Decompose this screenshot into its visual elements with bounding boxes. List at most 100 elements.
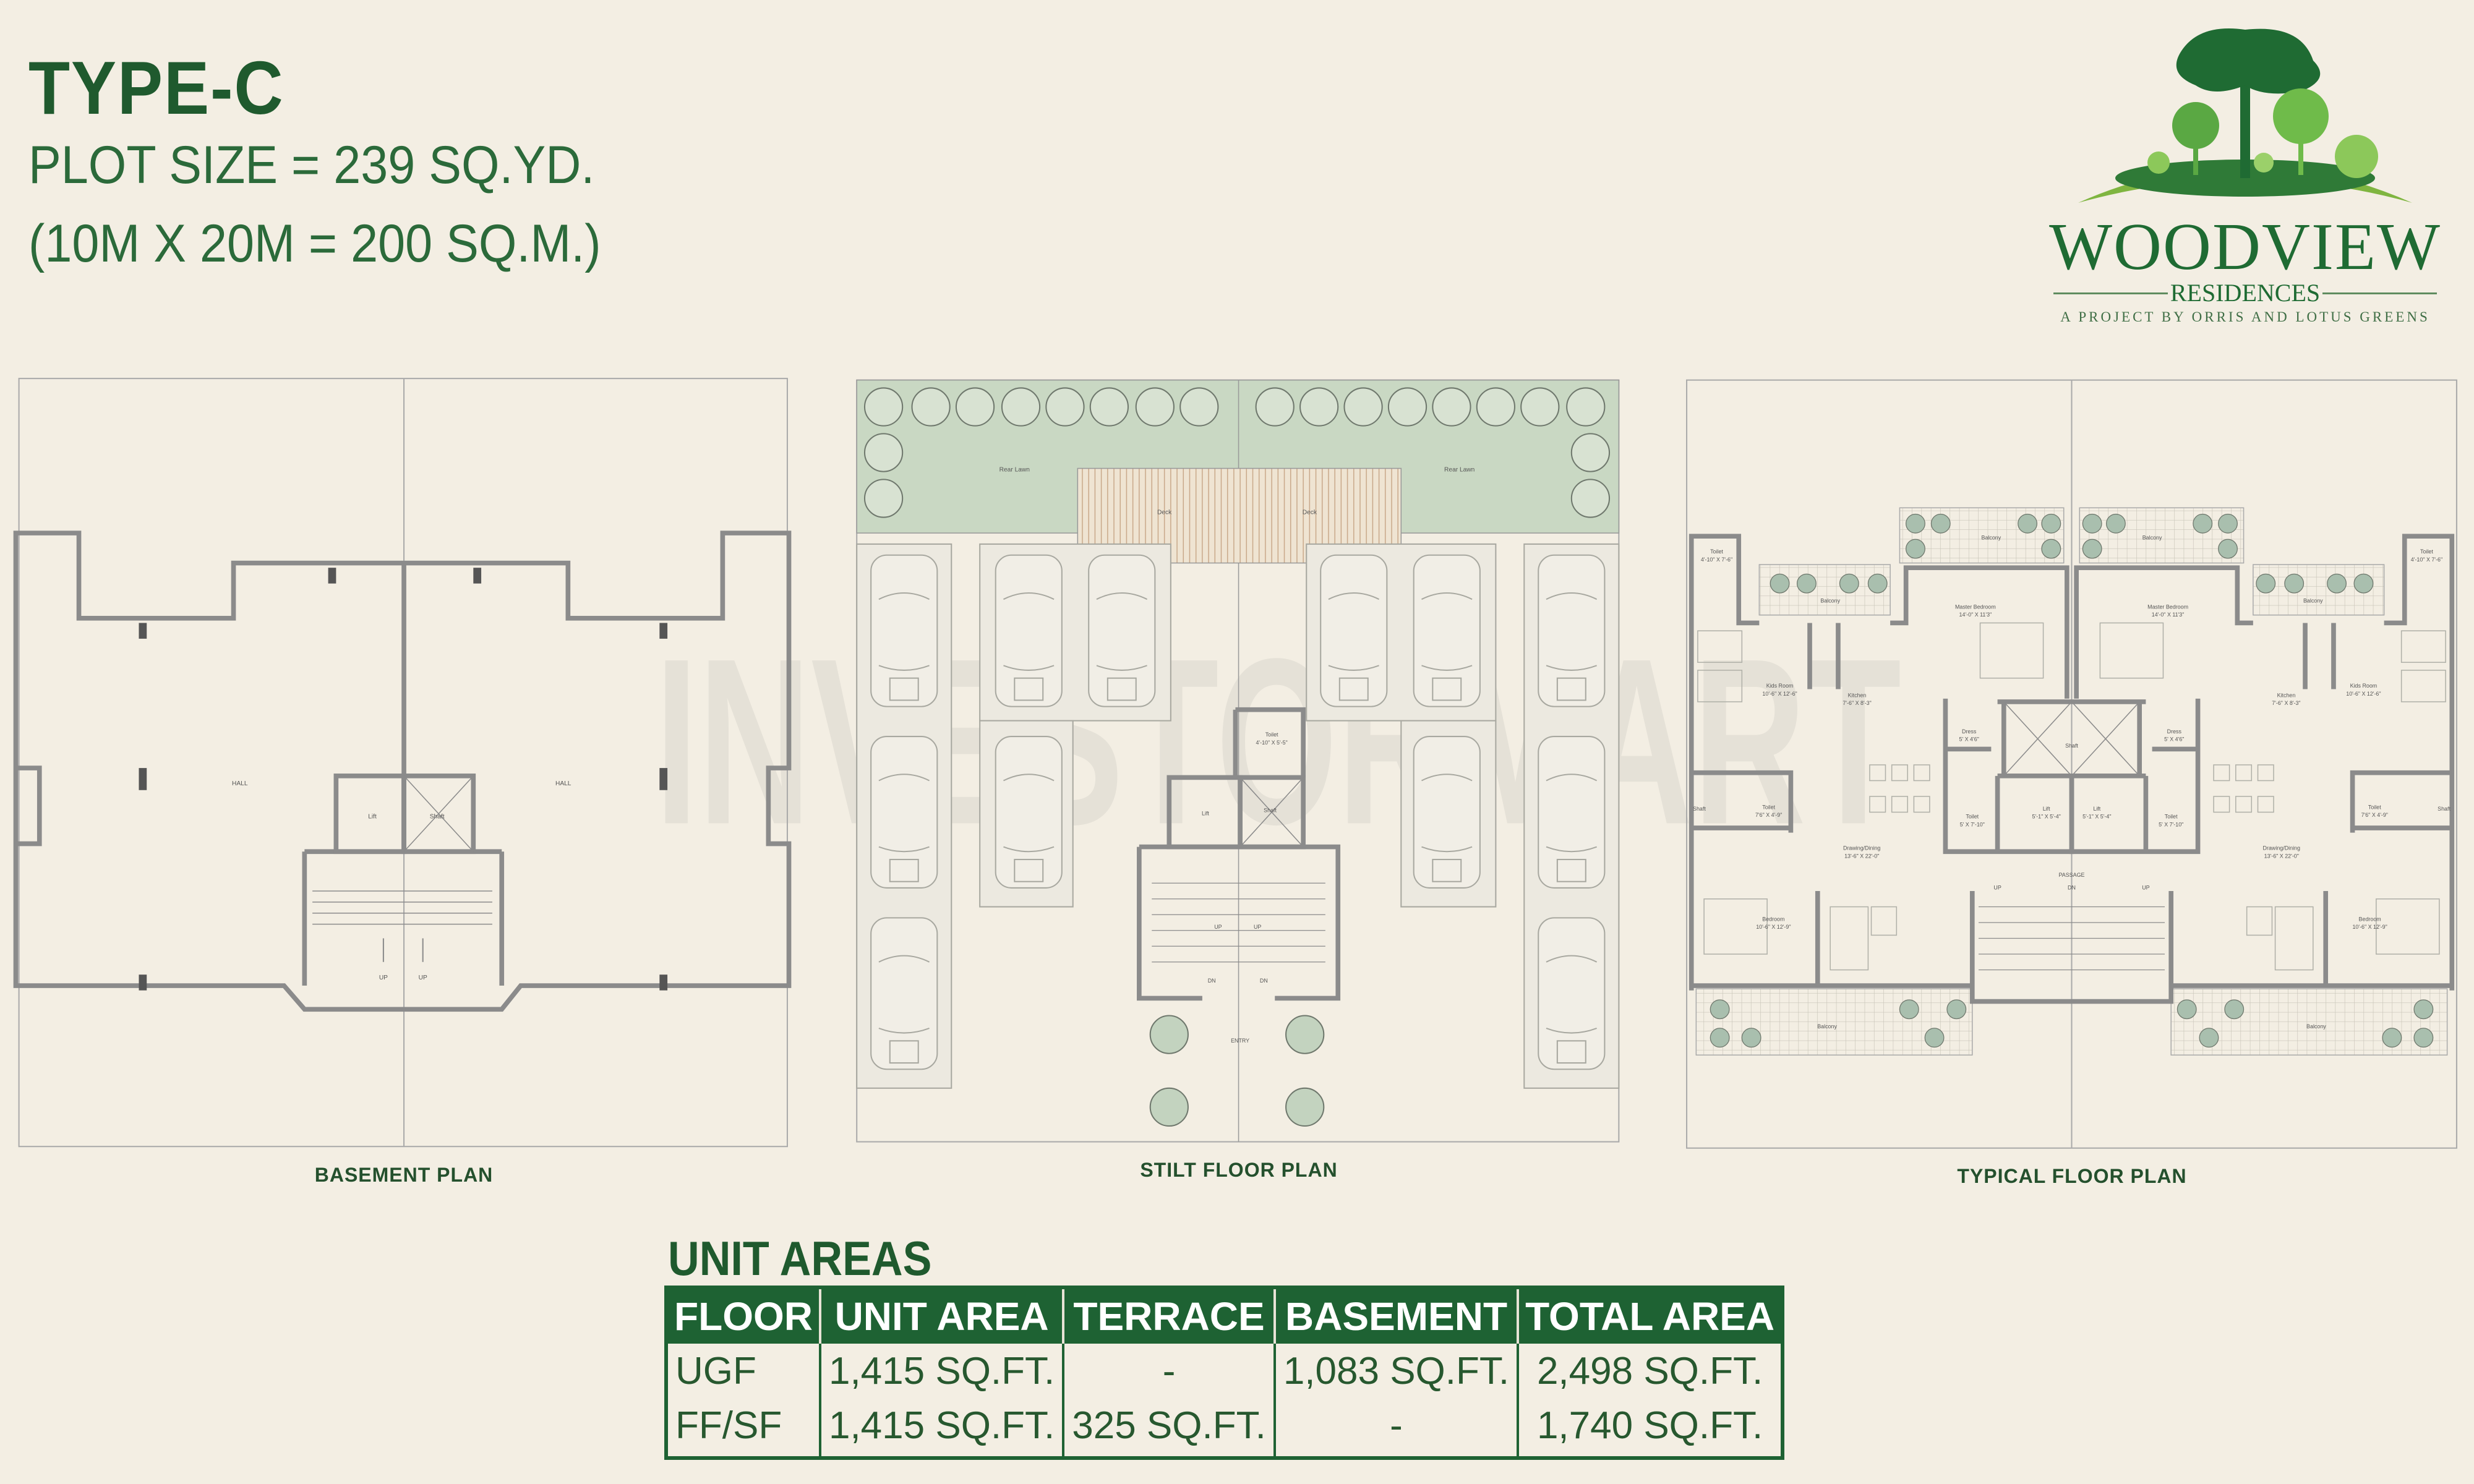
- tree-icon: [1566, 387, 1606, 427]
- car-icon: [1320, 554, 1388, 707]
- column-header: TERRACE: [1062, 1287, 1275, 1344]
- room-label: 5' X 7'-10": [1960, 821, 1985, 827]
- table-cell: 325 SQ.FT.: [1062, 1398, 1275, 1458]
- room-label: UP: [379, 974, 388, 981]
- tree-icon: [1432, 387, 1471, 427]
- plant-icon: [1710, 999, 1730, 1020]
- room-label: 5' X 7'-10": [2159, 821, 2183, 827]
- plant-icon: [1924, 1028, 1945, 1048]
- plant-icon: [1867, 573, 1888, 594]
- room-label: Kids Room: [1766, 683, 1794, 689]
- plant-icon: [1899, 999, 1919, 1020]
- room-label: HALL: [232, 780, 248, 787]
- tree-icon: [955, 387, 995, 427]
- room-label: 5'-1" X 5'-4": [2032, 814, 2060, 820]
- plot-size: PLOT SIZE = 239 SQ.YD.: [28, 135, 595, 195]
- tree-icon: [1045, 387, 1085, 427]
- room-label: 10'-6" X 12'-9": [2352, 924, 2387, 930]
- room-label: Shaft: [2065, 743, 2078, 749]
- room-label: Bedroom: [2359, 916, 2381, 922]
- plant-icon: [2041, 513, 2061, 534]
- room-label: Drawing/Dining: [2263, 845, 2300, 851]
- tree-icon: [1135, 387, 1175, 427]
- plant-icon: [2018, 513, 2038, 534]
- room-label: UP: [2142, 884, 2149, 890]
- room-label: Toilet: [1265, 731, 1278, 738]
- tree-icon: [1001, 387, 1041, 427]
- tree-icon: [1255, 387, 1295, 427]
- room-label: 7'6" X 4'-9": [2361, 812, 2388, 818]
- room-label: Balcony: [2303, 597, 2323, 603]
- plan-type-title: TYPE-C: [28, 46, 285, 130]
- tree-icon: [1570, 433, 1611, 472]
- tree-icon: [1179, 387, 1219, 427]
- room-label: 7'-6" X 8'-3": [2272, 700, 2300, 706]
- column-header: UNIT AREA: [818, 1287, 1064, 1344]
- room-label: Toilet: [2420, 548, 2433, 555]
- room-label: DN: [1208, 978, 1216, 984]
- room-label: Toilet: [2165, 814, 2178, 820]
- table-cell: 2,498 SQ.FT.: [1517, 1344, 1783, 1398]
- room-label: Rear Lawn: [1444, 467, 1475, 474]
- tree-icon: [1149, 1087, 1189, 1127]
- room-label: UP: [1214, 924, 1222, 930]
- plant-icon: [1710, 1028, 1730, 1048]
- room-label: Balcony: [1817, 1023, 1837, 1030]
- room-label: DN: [2068, 884, 2076, 890]
- tree-icon: [1476, 387, 1515, 427]
- room-label: Drawing/Dining: [1843, 845, 1880, 851]
- room-label: 10'-6" X 12'-9": [1756, 924, 1791, 930]
- table-cell: UGF: [675, 1349, 756, 1392]
- room-label: Lift: [2043, 806, 2050, 812]
- plant-icon: [1796, 573, 1817, 594]
- logo-sub: RESIDENCES: [2170, 279, 2321, 307]
- table-cell: -: [1062, 1344, 1275, 1398]
- room-label: 4'-10" X 7'-6": [2411, 556, 2442, 563]
- car-icon: [1538, 917, 1606, 1070]
- tree-icon: [863, 479, 904, 518]
- car-icon: [870, 917, 938, 1070]
- car-icon: [1538, 736, 1606, 889]
- tree-icon: [863, 387, 904, 427]
- room-label: Toilet: [1966, 814, 1979, 820]
- room-label: Kitchen: [2277, 692, 2296, 698]
- column-header: BASEMENT: [1273, 1287, 1518, 1344]
- room-label: Toilet: [1762, 804, 1775, 810]
- car-icon: [1538, 554, 1606, 707]
- room-label: 13'-6" X 22'-0": [2264, 853, 2299, 859]
- column-header: FLOOR: [666, 1287, 820, 1344]
- room-label: Deck: [1157, 509, 1172, 516]
- typical-plan-label: TYPICAL FLOOR PLAN: [1957, 1165, 2187, 1187]
- room-label: Balcony: [2142, 534, 2162, 540]
- room-label: Toilet: [1710, 548, 1723, 555]
- table-row: FF/SF 1,415 SQ.FT. 325 SQ.FT. - 1,740 SQ…: [666, 1398, 1783, 1458]
- plant-icon: [1839, 573, 1859, 594]
- room-label: Shaft: [2438, 806, 2450, 812]
- room-label: HALL: [555, 780, 571, 787]
- room-label: Shaft: [1264, 807, 1277, 813]
- room-label: UP: [1993, 884, 2001, 890]
- room-label: 13'-6" X 22'-0": [1844, 853, 1879, 859]
- table-row: UGF 1,415 SQ.FT. - 1,083 SQ.FT. 2,498 SQ…: [666, 1344, 1783, 1398]
- car-icon: [870, 736, 938, 889]
- room-label: Lift: [368, 814, 377, 821]
- plant-icon: [1905, 539, 1925, 559]
- unit-areas-table: FLOOR UNIT AREA TERRACE BASEMENT TOTAL A…: [664, 1286, 1785, 1460]
- plant-icon: [1905, 513, 1925, 534]
- room-label: Dress: [1962, 728, 1977, 735]
- room-label: 10'-6" X 12'-6": [1762, 691, 1797, 697]
- typical-floor-plan: [1686, 379, 2457, 1149]
- plant-icon: [1946, 999, 1967, 1020]
- room-label: 14'-0" X 11'3": [2152, 612, 2185, 618]
- room-label: Toilet: [2368, 804, 2381, 810]
- room-label: Dress: [2167, 728, 2182, 735]
- table-cell: 1,083 SQ.FT.: [1273, 1344, 1518, 1398]
- tree-icon: [1285, 1087, 1325, 1127]
- stilt-plan-label: STILT FLOOR PLAN: [1140, 1159, 1338, 1181]
- room-label: Balcony: [1820, 597, 1840, 603]
- car-icon: [1413, 736, 1481, 889]
- car-icon: [995, 736, 1063, 889]
- room-label: 5' X 4'6": [2164, 736, 2184, 743]
- room-label: Master Bedroom: [2147, 603, 2188, 610]
- room-label: Shaft: [430, 814, 445, 821]
